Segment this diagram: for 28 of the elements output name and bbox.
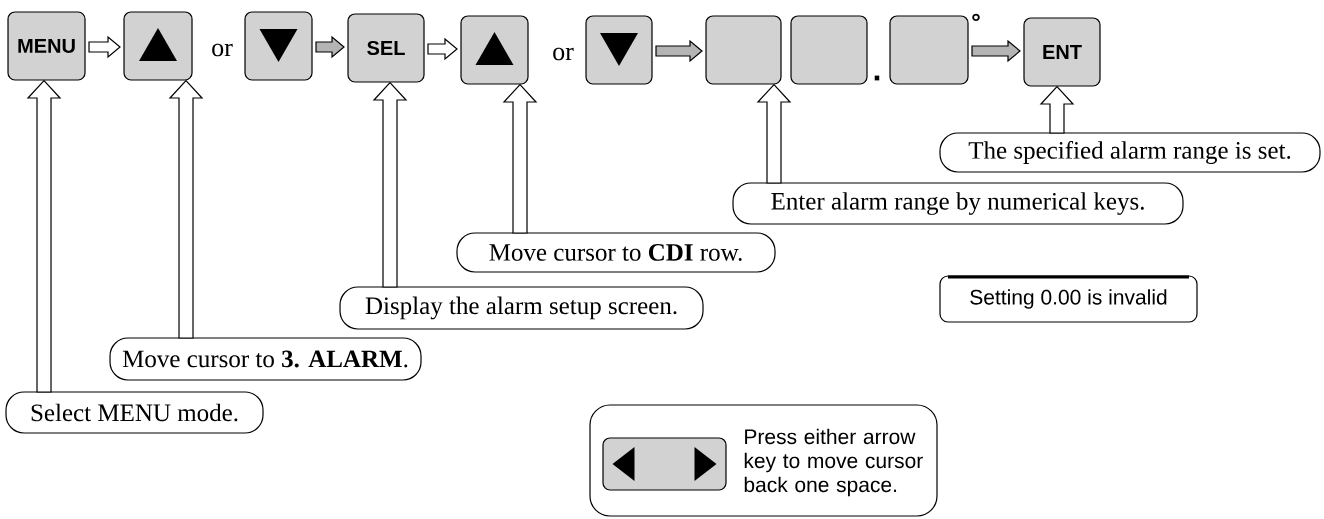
connector-word: or xyxy=(212,43,233,57)
callout-bubble: The specified alarm range is set. xyxy=(939,132,1321,173)
decimal-point: . xyxy=(874,75,880,81)
callout-bubble: Select MENU mode. xyxy=(5,391,264,434)
key-button xyxy=(460,15,529,85)
key-button xyxy=(585,15,653,85)
display-digit-key xyxy=(705,15,782,85)
connector-word: or xyxy=(553,47,574,61)
key-button xyxy=(123,11,193,81)
key-button: ENT xyxy=(1023,17,1101,87)
arrow xyxy=(315,35,345,59)
arrow xyxy=(655,39,703,63)
display-digit-key xyxy=(889,15,969,85)
arrow xyxy=(971,39,1021,63)
callout-bubble: Move cursor to CDI row. xyxy=(456,232,776,273)
note-box: Setting 0.00 is invalid xyxy=(939,275,1198,323)
arrow xyxy=(88,35,121,59)
hint-panel: Press either arrow key to move cursor back one space. xyxy=(589,404,938,517)
callout-bubble: Enter alarm range by numerical keys. xyxy=(732,182,1184,225)
arrow-key xyxy=(602,437,727,491)
display-digit-key xyxy=(790,15,868,85)
key-button xyxy=(244,11,313,81)
callout-bubble: Display the alarm setup screen. xyxy=(339,286,704,330)
key-button: SEL xyxy=(347,13,425,83)
callout-bubble: Move cursor to 3. ALARM. xyxy=(109,337,422,381)
arrow xyxy=(427,37,458,61)
degree-sign: ° xyxy=(972,13,980,22)
key-button: MENU xyxy=(7,11,86,81)
